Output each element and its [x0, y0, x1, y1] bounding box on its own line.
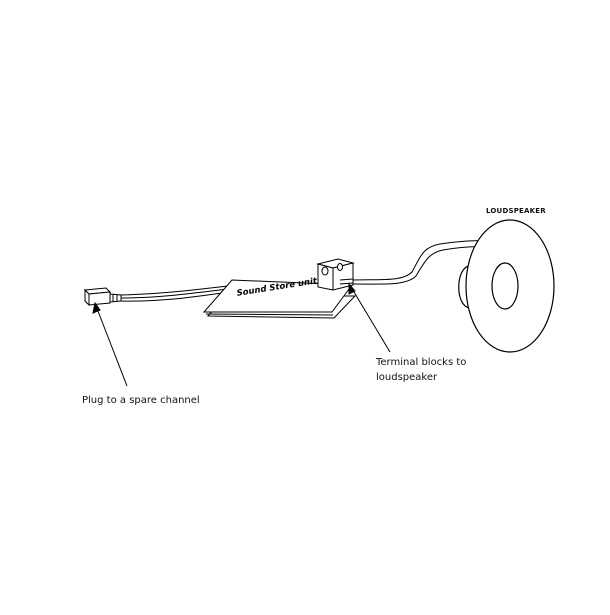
terminal-label: Terminal blocks to loudspeaker: [376, 355, 466, 385]
plug-arrow-line: [95, 305, 128, 387]
plug-arrowhead: [92, 301, 101, 314]
leader-arrows: [92, 282, 391, 387]
terminal-label-line1: Terminal blocks to: [376, 357, 467, 368]
speaker-dome: [491, 262, 519, 310]
loudspeaker-label: LOUDSPEAKER: [486, 207, 546, 215]
plug-connector: [83, 287, 122, 307]
loudspeaker-icon: [458, 219, 555, 353]
terminal-arrowhead: [348, 282, 356, 295]
terminal-arrow-line: [350, 286, 391, 353]
terminal-block: [316, 258, 355, 291]
pcb-upper: [202, 279, 353, 316]
plug-label: Plug to a spare channel: [82, 395, 200, 406]
terminal-label-line2: loudspeaker: [376, 372, 438, 383]
speaker-wires: [352, 240, 491, 285]
